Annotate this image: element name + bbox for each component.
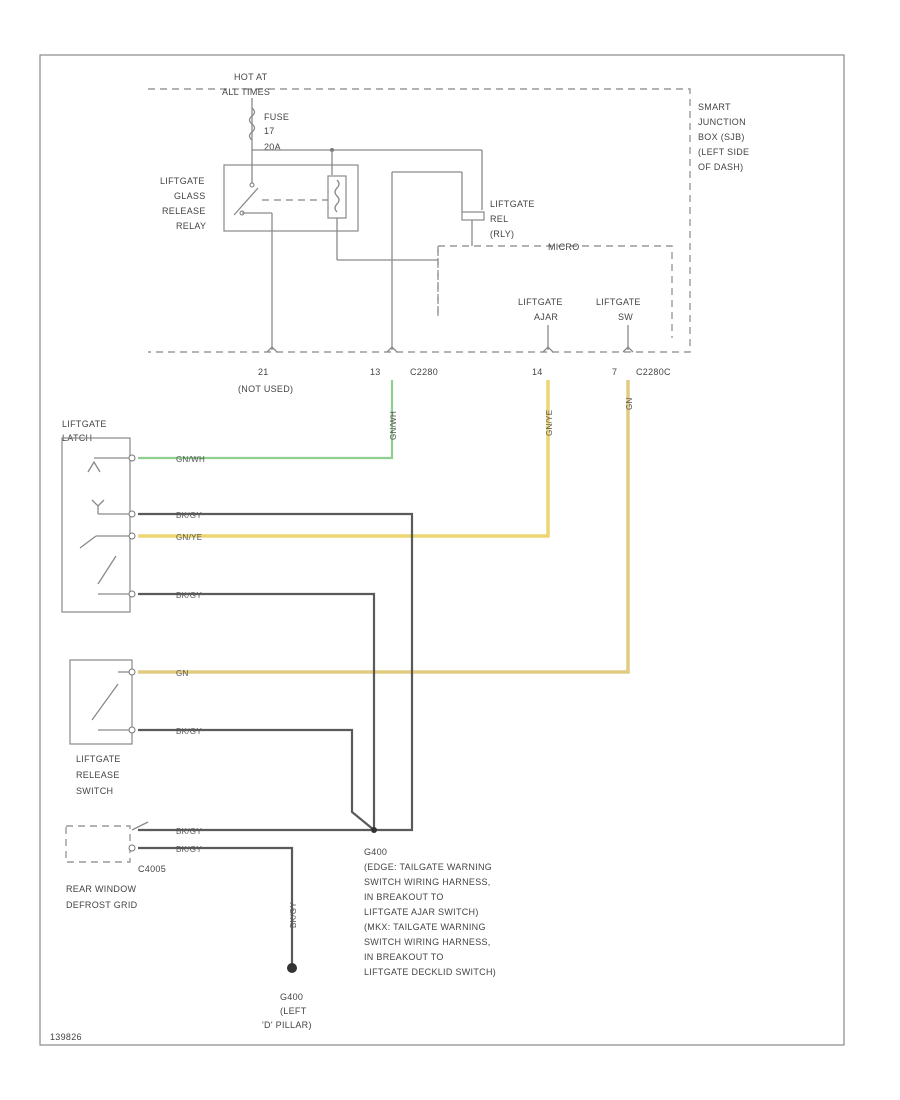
pin21-label: 21 xyxy=(258,367,269,377)
c2280c-label: C2280C xyxy=(636,367,671,377)
defrost-label-2: DEFROST GRID xyxy=(66,900,138,910)
wire-label-bk-gy-3: BK/GY xyxy=(176,727,202,736)
wire-gn-wh xyxy=(138,380,394,460)
latch-switch-contact xyxy=(97,555,117,585)
pin7-label: 7 xyxy=(612,367,617,377)
release-switch-label-3: SWITCH xyxy=(76,786,113,796)
release-switch-contact xyxy=(91,683,119,721)
wire-bk-gy-ground xyxy=(138,846,294,968)
latch-label-1: LIFTGATE xyxy=(62,419,107,429)
splice-s400 xyxy=(371,827,377,833)
wire-bk-gy-latch-top xyxy=(138,512,414,832)
liftgate-latch-box xyxy=(61,437,131,613)
wire-label-gn-wh-h: GN/WH xyxy=(176,455,205,464)
sw-label-2: SW xyxy=(618,312,633,322)
release-switch-box xyxy=(69,659,133,745)
release-switch-label-1: LIFTGATE xyxy=(76,754,121,764)
wire-label-gn-ye-v: GN/YE xyxy=(545,410,554,436)
c2280-label: C2280 xyxy=(410,367,438,377)
release-switch-label-2: RELEASE xyxy=(76,770,120,780)
lg-rel-label-3: (RLY) xyxy=(490,229,514,239)
wire-label-bk-gy-1: BK/GY xyxy=(176,511,202,520)
hot-at-label: HOT AT xyxy=(234,72,268,82)
splice-note-1: (EDGE: TAILGATE WARNING xyxy=(364,862,492,872)
sjb-label-3: BOX (SJB) xyxy=(698,132,745,142)
ajar-label-2: AJAR xyxy=(534,312,558,322)
ground-loc-2: 'D' PILLAR) xyxy=(262,1020,312,1030)
sjb-label-1: SMART xyxy=(698,102,731,112)
relay-label-3: RELEASE xyxy=(162,206,206,216)
liftgate-rel-switch xyxy=(461,211,485,221)
wire-label-bk-gy-5: BK/GY xyxy=(176,845,202,854)
ground-g400 xyxy=(287,963,297,973)
splice-label: G400 xyxy=(364,847,387,857)
fuse-rating: 20A xyxy=(264,142,281,152)
fuse-symbol xyxy=(248,107,256,141)
figure-number: 139826 xyxy=(50,1032,82,1042)
splice-note-8: LIFTGATE DECKLID SWITCH) xyxy=(364,967,496,977)
all-times-label: ALL TIMES xyxy=(222,87,270,97)
diagram-frame xyxy=(39,54,845,1046)
pin13-label: 13 xyxy=(370,367,381,377)
not-used-label: (NOT USED) xyxy=(238,384,293,394)
wire-gn-ye xyxy=(138,380,550,538)
splice-note-5: (MKX: TAILGATE WARNING xyxy=(364,922,486,932)
latch-motor-symbol xyxy=(87,460,101,473)
defrost-label-1: REAR WINDOW xyxy=(66,884,136,894)
wire-label-bk-gy-v: BK/GY xyxy=(289,902,298,928)
ground-label: G400 xyxy=(280,992,303,1002)
sjb-label-2: JUNCTION xyxy=(698,117,746,127)
wire-bk-gy-switch xyxy=(138,728,375,831)
ajar-label-1: LIFTGATE xyxy=(518,297,563,307)
sjb-label-4: (LEFT SIDE xyxy=(698,147,749,157)
fuse-number: 17 xyxy=(264,126,275,136)
wire-label-gn-wh-v: GN/WH xyxy=(389,411,398,440)
pin13-connector xyxy=(386,346,398,353)
wire-label-gn-v: GN xyxy=(625,397,634,410)
splice-note-6: SWITCH WIRING HARNESS, xyxy=(364,937,491,947)
wire-label-bk-gy-4: BK/GY xyxy=(176,827,202,836)
pin7-connector xyxy=(622,346,634,353)
micro-label: MICRO xyxy=(548,242,580,252)
relay-label-2: GLASS xyxy=(174,191,206,201)
wire-bk-gy-latch-bottom xyxy=(138,592,376,830)
splice-note-4: LIFTGATE AJAR SWITCH) xyxy=(364,907,479,917)
c4005-label: C4005 xyxy=(138,864,166,874)
sjb-boundary xyxy=(148,88,691,353)
relay-contact xyxy=(233,187,259,216)
defrost-grid-box xyxy=(65,825,131,863)
sjb-label-5: OF DASH) xyxy=(698,162,743,172)
lg-rel-label-1: LIFTGATE xyxy=(490,199,535,209)
splice-note-2: SWITCH WIRING HARNESS, xyxy=(364,877,491,887)
relay-box xyxy=(223,164,359,232)
wire-gn xyxy=(138,380,630,674)
wire-label-bk-gy-2: BK/GY xyxy=(176,591,202,600)
relay-label-4: RELAY xyxy=(176,221,206,231)
ground-loc-1: (LEFT xyxy=(280,1006,307,1016)
splice-note-3: IN BREAKOUT TO xyxy=(364,892,444,902)
pin14-label: 14 xyxy=(532,367,543,377)
pin14-connector xyxy=(542,346,554,353)
pin21-connector xyxy=(266,346,278,353)
relay-label-1: LIFTGATE xyxy=(160,176,205,186)
sw-label-1: LIFTGATE xyxy=(596,297,641,307)
wire-label-gn-ye-h: GN/YE xyxy=(176,533,202,542)
wire-label-gn-h: GN xyxy=(176,669,189,678)
fuse-label: FUSE xyxy=(264,112,289,122)
lg-rel-label-2: REL xyxy=(490,214,508,224)
splice-note-7: IN BREAKOUT TO xyxy=(364,952,444,962)
micro-boundary-top xyxy=(438,245,673,338)
